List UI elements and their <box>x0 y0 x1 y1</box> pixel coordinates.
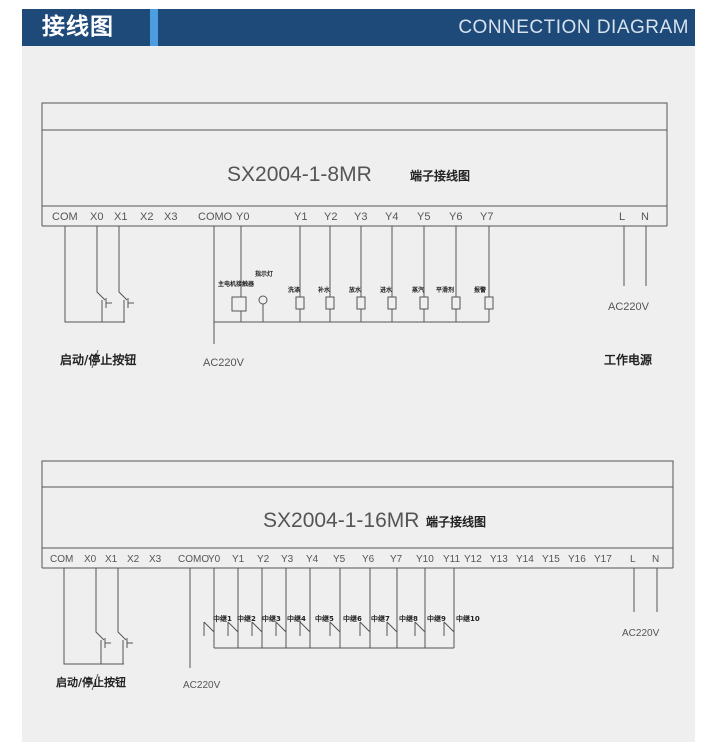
svg-text:Y3: Y3 <box>354 211 367 223</box>
plc2-terminal-labels: COM X0 X1 X2 X3 COMO Y0 Y1 Y2 Y3 Y4 Y5 Y… <box>50 554 659 565</box>
svg-text:Y2: Y2 <box>324 211 337 223</box>
svg-text:Y12: Y12 <box>464 554 482 565</box>
svg-text:Y0: Y0 <box>236 211 249 223</box>
svg-text:Y13: Y13 <box>490 554 508 565</box>
svg-text:Y11: Y11 <box>443 554 460 565</box>
header-accent-bar <box>150 9 158 46</box>
svg-text:X2: X2 <box>127 554 140 565</box>
svg-text:Y14: Y14 <box>516 554 534 565</box>
plc2-frame <box>41 460 674 549</box>
svg-text:N: N <box>641 211 649 223</box>
svg-text:X0: X0 <box>90 211 103 223</box>
svg-text:X3: X3 <box>149 554 162 565</box>
plc1-ac-right: AC220V <box>608 301 650 313</box>
svg-text:L: L <box>619 211 625 223</box>
svg-text:进水: 进水 <box>380 286 393 294</box>
svg-text:Y1: Y1 <box>294 211 307 223</box>
svg-text:主电机接触器: 主电机接触器 <box>218 280 255 288</box>
svg-text:中继2: 中继2 <box>237 614 256 623</box>
svg-text:Y4: Y4 <box>306 554 319 565</box>
svg-text:Y16: Y16 <box>568 554 586 565</box>
plc2-relay-labels: 中继1 中继2 中继3 中继4 中继5 中继6 中继7 中继8 中继9 中继10 <box>213 614 480 623</box>
svg-text:Y15: Y15 <box>542 554 560 565</box>
svg-text:N: N <box>652 554 659 565</box>
plc2-title-suffix: 端子接线图 <box>426 514 486 529</box>
svg-text:Y7: Y7 <box>480 211 493 223</box>
svg-text:Y6: Y6 <box>449 211 462 223</box>
svg-text:COM: COM <box>52 211 78 223</box>
plc2-switch-label: 启动/停止按钮 <box>56 675 126 689</box>
svg-text:中继4: 中继4 <box>287 614 306 623</box>
svg-text:Y4: Y4 <box>385 211 398 223</box>
plc1-ac-left: AC220V <box>203 357 245 369</box>
svg-text:Y17: Y17 <box>594 554 612 565</box>
svg-text:平滑剂: 平滑剂 <box>436 286 454 294</box>
svg-text:Y5: Y5 <box>417 211 430 223</box>
diagram-panel <box>22 46 695 742</box>
svg-text:Y7: Y7 <box>390 554 403 565</box>
header-title-en: CONNECTION DIAGRAM <box>458 17 689 38</box>
svg-text:中继6: 中继6 <box>343 614 362 623</box>
plc2-ac-right: AC220V <box>622 628 660 639</box>
plc2-model: SX2004-1-16MR <box>263 509 419 532</box>
svg-text:Y5: Y5 <box>333 554 346 565</box>
svg-text:Y10: Y10 <box>416 554 434 565</box>
plc1-terminal-labels: COM X0 X1 X2 X3 COMO Y0 Y1 Y2 Y3 Y4 Y5 Y… <box>52 211 649 223</box>
plc1-model: SX2004-1-8MR <box>227 163 372 186</box>
svg-text:X0: X0 <box>84 554 97 565</box>
svg-text:蒸汽: 蒸汽 <box>412 286 424 294</box>
plc1-switch-label: 启动/停止按钮 <box>60 352 136 367</box>
svg-text:中继3: 中继3 <box>262 614 281 623</box>
svg-text:Y3: Y3 <box>281 554 294 565</box>
header-title-cn: 接线图 <box>42 14 114 40</box>
plc2-ac-left: AC220V <box>183 680 221 691</box>
svg-text:报警: 报警 <box>474 286 486 294</box>
svg-text:X3: X3 <box>164 211 177 223</box>
svg-text:中继7: 中继7 <box>371 614 390 623</box>
plc1-frame <box>41 102 668 207</box>
svg-text:Y6: Y6 <box>362 554 375 565</box>
svg-text:放水: 放水 <box>348 286 362 294</box>
svg-text:COMO: COMO <box>178 554 209 565</box>
page-header: 接线图 CONNECTION DIAGRAM <box>22 9 695 46</box>
svg-text:X2: X2 <box>140 211 153 223</box>
svg-text:L: L <box>630 554 636 565</box>
svg-text:Y0: Y0 <box>208 554 221 565</box>
svg-text:Y2: Y2 <box>257 554 270 565</box>
plc1-power-label: 工作电源 <box>604 352 652 367</box>
svg-text:洗涤: 洗涤 <box>288 286 300 294</box>
svg-text:COM: COM <box>50 554 73 565</box>
svg-text:X1: X1 <box>114 211 127 223</box>
svg-text:指示灯: 指示灯 <box>255 270 273 278</box>
svg-text:Y1: Y1 <box>232 554 245 565</box>
plc1-load-labels: 主电机接触器 指示灯 洗涤 补水 放水 进水 蒸汽 平滑剂 报警 <box>218 270 486 294</box>
svg-text:补水: 补水 <box>317 286 331 294</box>
svg-text:中继5: 中继5 <box>315 614 334 623</box>
svg-text:中继9: 中继9 <box>427 614 446 623</box>
svg-text:中继10: 中继10 <box>456 614 480 623</box>
svg-text:中继1: 中继1 <box>213 614 232 623</box>
svg-text:X1: X1 <box>105 554 118 565</box>
svg-text:COMO: COMO <box>198 211 233 223</box>
svg-text:中继8: 中继8 <box>399 614 418 623</box>
plc1-title-suffix: 端子接线图 <box>410 168 470 183</box>
